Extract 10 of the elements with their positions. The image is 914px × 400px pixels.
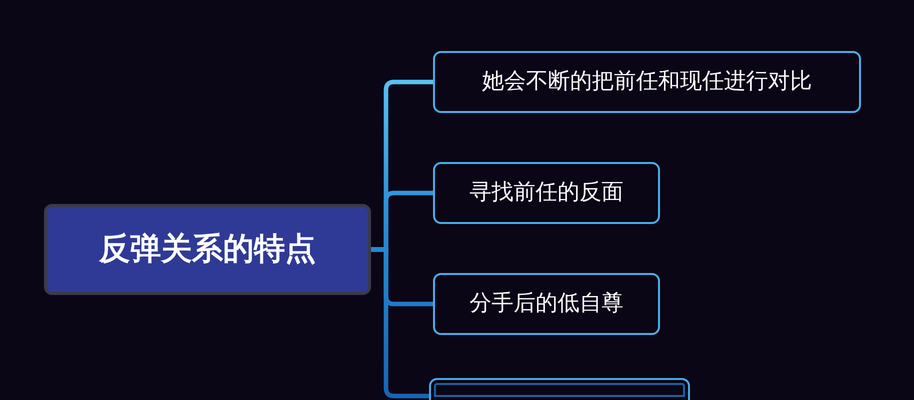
subtopic-box bbox=[433, 162, 660, 224]
subtopic-box bbox=[433, 273, 660, 335]
topic-text: 她会不断的把前任和现任进行对比 bbox=[482, 68, 812, 96]
root-topic-box bbox=[44, 204, 371, 295]
connector-line bbox=[371, 247, 429, 398]
topic-text: 反弹关系的特点 bbox=[99, 230, 316, 269]
empty-topic-box bbox=[429, 378, 690, 400]
subtopic-box bbox=[433, 51, 861, 113]
topic-text: 分手后的低自尊 bbox=[470, 290, 624, 318]
topic-text: 寻找前任的反面 bbox=[470, 179, 624, 207]
